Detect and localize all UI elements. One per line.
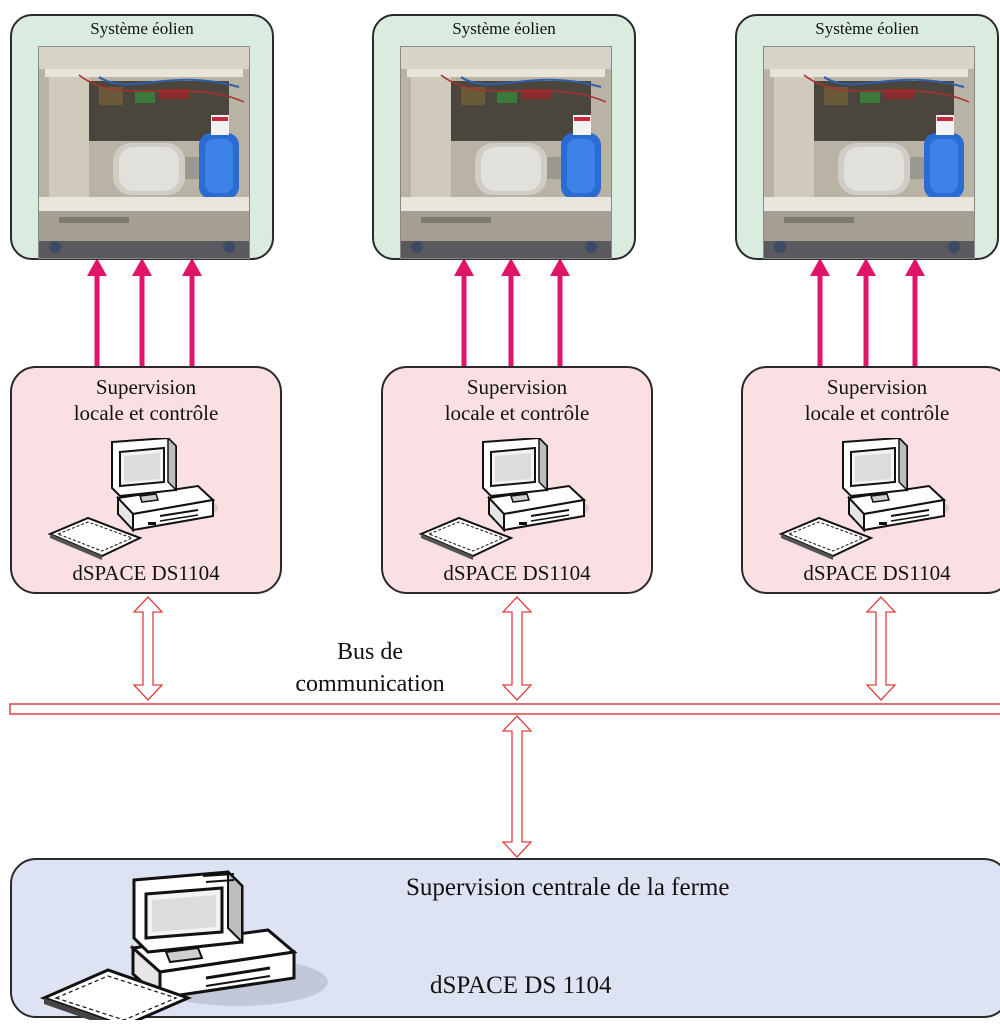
central-link-arrow xyxy=(501,715,533,858)
central-supervision-box: Supervision centrale de la ferme dSPACE … xyxy=(10,858,1000,1025)
local-supervision-title: Supervision locale et contrôle xyxy=(743,374,1000,426)
local-supervision-line1: Supervision xyxy=(826,375,928,399)
local-hardware-label: dSPACE DS1104 xyxy=(803,561,951,585)
local-supervision-line2: locale et contrôle xyxy=(804,401,950,425)
bus-link-arrow-2 xyxy=(501,596,533,701)
local-supervision-line1: Supervision xyxy=(95,375,197,399)
bus-link-arrow-3 xyxy=(865,596,897,701)
bus-label-line2: communication xyxy=(295,671,445,697)
local-supervision-line1: Supervision xyxy=(466,375,568,399)
computer-icon xyxy=(47,436,223,560)
computer-icon xyxy=(38,869,328,1025)
local-supervision-box-3: Supervision locale et contrôle dSPACE DS… xyxy=(741,366,1000,594)
control-arrows-1 xyxy=(87,258,202,366)
wind-system-box-2: Système éolien xyxy=(372,14,636,260)
computer-icon xyxy=(418,436,594,560)
wind-test-bench-photo xyxy=(38,46,250,259)
wind-system-box-3: Système éolien xyxy=(735,14,999,260)
local-supervision-line2: locale et contrôle xyxy=(73,401,219,425)
local-supervision-title: Supervision locale et contrôle xyxy=(12,374,280,426)
wind-system-box-1: Système éolien xyxy=(10,14,274,260)
local-hardware-label: dSPACE DS1104 xyxy=(72,561,220,585)
local-supervision-box-1: Supervision locale et contrôle dSPACE DS… xyxy=(10,366,282,594)
control-arrows-3 xyxy=(810,258,925,366)
bus-link-arrow-1 xyxy=(132,596,164,701)
computer-icon xyxy=(778,436,954,560)
central-hardware-label: dSPACE DS 1104 xyxy=(430,972,612,999)
wind-test-bench-photo xyxy=(763,46,975,259)
local-hardware-label: dSPACE DS1104 xyxy=(443,561,591,585)
wind-test-bench-photo xyxy=(400,46,612,259)
local-supervision-line2: locale et contrôle xyxy=(444,401,590,425)
wind-system-title: Système éolien xyxy=(815,19,919,38)
local-supervision-box-2: Supervision locale et contrôle dSPACE DS… xyxy=(381,366,653,594)
wind-system-title: Système éolien xyxy=(90,19,194,38)
control-arrows-2 xyxy=(454,258,570,366)
bus-label-line1: Bus de xyxy=(337,639,403,665)
communication-bus xyxy=(9,703,1000,715)
local-supervision-title: Supervision locale et contrôle xyxy=(383,374,651,426)
bus-label: Bus de communication xyxy=(280,636,460,700)
central-supervision-title: Supervision centrale de la ferme xyxy=(406,874,730,901)
wind-system-title: Système éolien xyxy=(452,19,556,38)
